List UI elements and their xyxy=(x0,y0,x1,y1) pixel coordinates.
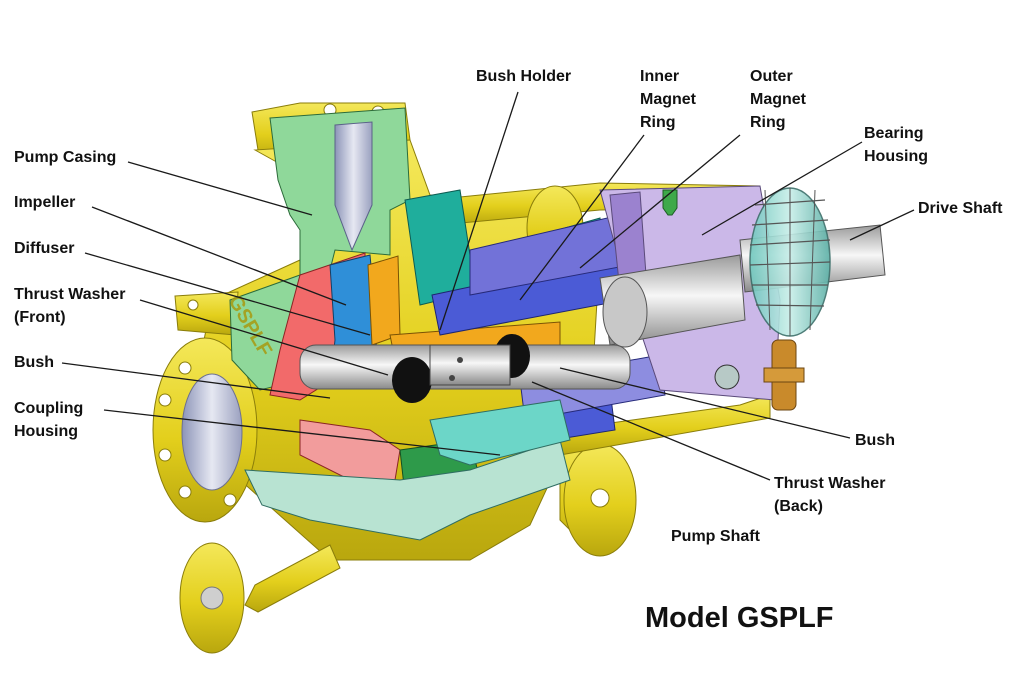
flange-bolt-hole xyxy=(178,485,192,499)
leader-coupling-housing xyxy=(103,409,501,456)
label-inner-magnet-ring-line1: Inner xyxy=(640,68,680,85)
leader-thrust-washer-front xyxy=(139,299,389,376)
label-diffuser: Diffuser xyxy=(14,237,74,260)
discharge-port xyxy=(334,121,373,252)
label-pump-shaft-text: Pump Shaft xyxy=(671,528,760,545)
label-drive-shaft: Drive Shaft xyxy=(918,197,1002,220)
suction-bore xyxy=(181,373,243,491)
label-thrust-washer-back: Thrust Washer (Back) xyxy=(774,472,885,518)
label-coupling-housing-line2: Housing xyxy=(14,423,78,440)
leader-outer-magnet-ring xyxy=(579,134,741,269)
leader-diffuser xyxy=(84,252,371,336)
label-thrust-washer-back-line2: (Back) xyxy=(774,498,823,515)
label-bush-right-text: Bush xyxy=(855,432,895,449)
label-bearing-housing-line2: Housing xyxy=(864,148,928,165)
label-impeller: Impeller xyxy=(14,191,75,214)
label-thrust-washer-front: Thrust Washer (Front) xyxy=(14,283,125,329)
leader-pump-casing xyxy=(127,161,313,216)
leader-bearing-housing xyxy=(701,141,863,236)
label-pump-shaft: Pump Shaft xyxy=(671,525,760,548)
label-bush-left: Bush xyxy=(14,351,54,374)
label-bush-right: Bush xyxy=(855,429,895,452)
label-inner-magnet-ring: Inner Magnet Ring xyxy=(640,65,696,134)
label-bearing-housing-line1: Bearing xyxy=(864,125,924,142)
label-outer-magnet-ring-line3: Ring xyxy=(750,114,786,131)
label-diffuser-text: Diffuser xyxy=(14,240,75,257)
label-outer-magnet-ring-line1: Outer xyxy=(750,68,793,85)
pump-casing-section xyxy=(229,107,411,391)
leader-bush-holder xyxy=(439,91,519,331)
label-bush-holder-text: Bush Holder xyxy=(476,68,572,85)
bracket-bolt-hole xyxy=(187,299,199,311)
flange-bolt-hole xyxy=(158,448,172,462)
magnet-carrier-black xyxy=(392,357,432,403)
flange-bolt-hole xyxy=(158,393,172,407)
drain-pipe xyxy=(244,544,341,613)
leader-inner-magnet-ring xyxy=(519,134,645,301)
coupling-guard-cage xyxy=(749,187,831,337)
label-outer-magnet-ring-line2: Magnet xyxy=(750,91,806,108)
label-bush-left-text: Bush xyxy=(14,354,54,371)
shaft-hub xyxy=(429,344,511,386)
label-inner-magnet-ring-line3: Ring xyxy=(640,114,676,131)
flange-bolt-hole xyxy=(178,361,192,375)
leader-bush-left xyxy=(61,362,331,399)
leader-thrust-washer-back xyxy=(531,381,771,481)
shaft-hole xyxy=(457,357,463,363)
label-bearing-housing: Bearing Housing xyxy=(864,122,928,168)
flange-bolt-hole xyxy=(223,493,237,507)
sight-gauge xyxy=(714,364,740,390)
shaft-hole xyxy=(449,375,455,381)
label-coupling-housing-line1: Coupling xyxy=(14,400,84,417)
leader-bush-right xyxy=(559,367,851,439)
label-inner-magnet-ring-line2: Magnet xyxy=(640,91,696,108)
leader-drive-shaft xyxy=(849,209,915,241)
fittings xyxy=(662,189,805,411)
label-pump-casing: Pump Casing xyxy=(14,146,116,169)
drain-flange-bore xyxy=(200,586,224,610)
label-thrust-washer-back-line1: Thrust Washer xyxy=(774,475,886,492)
model-title: Model GSPLF xyxy=(645,602,834,634)
coupling-housing-section xyxy=(244,399,571,541)
pump-shaft xyxy=(299,334,631,403)
label-drive-shaft-text: Drive Shaft xyxy=(918,200,1003,217)
label-pump-casing-text: Pump Casing xyxy=(14,149,117,166)
leader-lines xyxy=(61,91,915,481)
label-outer-magnet-ring: Outer Magnet Ring xyxy=(750,65,806,134)
label-coupling-housing: Coupling Housing xyxy=(14,397,83,443)
label-bush-holder: Bush Holder xyxy=(476,65,571,88)
leader-impeller xyxy=(91,206,347,306)
label-thrust-washer-front-line2: (Front) xyxy=(14,309,66,326)
label-thrust-washer-front-line1: Thrust Washer xyxy=(14,286,126,303)
support-flange-bore xyxy=(590,488,610,508)
label-impeller-text: Impeller xyxy=(14,194,76,211)
bearing-ring xyxy=(602,276,648,348)
